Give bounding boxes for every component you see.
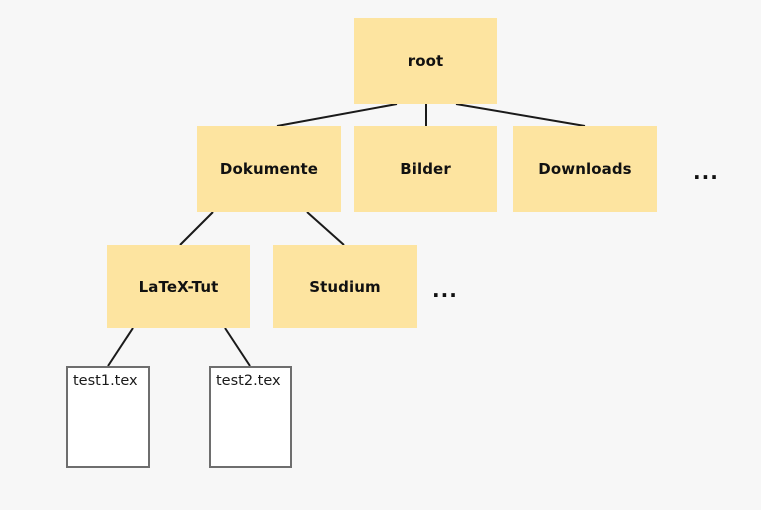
- node-bilder-label: Bilder: [400, 160, 451, 178]
- node-studium[interactable]: Studium: [273, 245, 417, 328]
- edge-root-dokumente: [276, 103, 398, 127]
- ellipsis-level3: ...: [432, 278, 458, 302]
- node-latex-tut-label: LaTeX-Tut: [138, 277, 219, 296]
- node-dokumente-label: Dokumente: [219, 160, 319, 178]
- edge-dokumente-studium: [306, 211, 345, 246]
- edge-root-downloads: [455, 103, 586, 127]
- node-test2-tex-label: test2.tex: [216, 373, 281, 389]
- edge-latex-tut-test2: [224, 327, 251, 367]
- node-root[interactable]: root: [354, 18, 497, 104]
- edge-dokumente-latex-tut: [179, 211, 214, 246]
- node-test1-tex-label: test1.tex: [73, 373, 138, 389]
- node-downloads-label: Downloads: [538, 160, 632, 178]
- ellipsis-level2: ...: [693, 160, 719, 184]
- node-root-label: root: [407, 52, 444, 70]
- node-bilder[interactable]: Bilder: [354, 126, 497, 212]
- node-test2-tex[interactable]: test2.tex: [209, 366, 292, 468]
- node-dokumente[interactable]: Dokumente: [197, 126, 341, 212]
- node-latex-tut[interactable]: LaTeX-Tut: [107, 245, 250, 328]
- node-test1-tex[interactable]: test1.tex: [66, 366, 150, 468]
- edge-latex-tut-test1: [107, 327, 134, 367]
- node-downloads[interactable]: Downloads: [513, 126, 657, 212]
- node-studium-label: Studium: [309, 277, 381, 296]
